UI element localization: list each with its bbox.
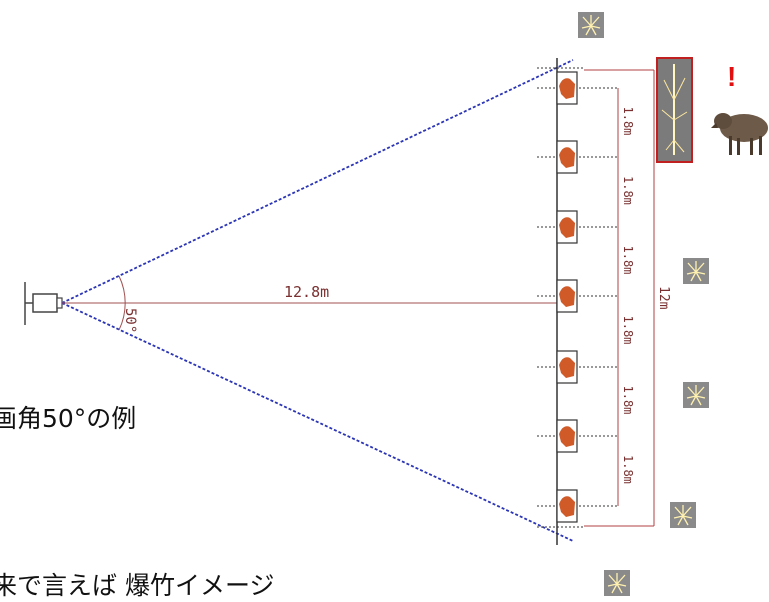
view-angle-arc — [118, 275, 126, 331]
firecracker-icon — [578, 12, 604, 38]
fov-lower-line — [61, 302, 574, 542]
distance-label: 12.8m — [284, 283, 329, 301]
boar-icon — [711, 113, 768, 155]
firecracker-icon — [683, 382, 709, 408]
spacing-label: 1.8m — [621, 176, 635, 205]
highlighted-firecracker — [656, 57, 693, 163]
boar-marker — [559, 147, 575, 168]
firecracker-icon — [670, 502, 696, 528]
spacing-label: 1.8m — [621, 316, 635, 345]
firecracker-icons — [578, 12, 709, 596]
boar-marker — [559, 496, 575, 517]
boar-markers: 1.8m 1.8m 1.8m 1.8m 1.8m 1.8m — [537, 67, 635, 528]
boar-marker — [559, 286, 575, 307]
firecracker-icon — [683, 258, 709, 284]
fov-upper-line — [61, 59, 574, 304]
firecracker-icon — [604, 570, 630, 596]
boar-marker — [559, 426, 575, 447]
boar-marker — [559, 78, 575, 99]
boar-marker — [559, 217, 575, 238]
caption-analogy: 来で言えば 爆竹イメージ — [0, 571, 275, 600]
width-dimension: 12m — [584, 69, 671, 527]
camera-icon — [24, 282, 63, 325]
caption-view-angle: 画角50°の例 — [0, 404, 137, 433]
spacing-label: 1.8m — [621, 246, 635, 275]
view-angle-label: 50° — [122, 308, 138, 333]
boar-marker — [559, 357, 575, 378]
alert-mark: ! — [727, 61, 736, 92]
spacing-label: 1.8m — [621, 107, 635, 136]
width-label: 12m — [656, 286, 671, 310]
spark-icon — [661, 64, 688, 155]
spacing-label: 1.8m — [621, 455, 635, 484]
spacing-label: 1.8m — [621, 386, 635, 415]
